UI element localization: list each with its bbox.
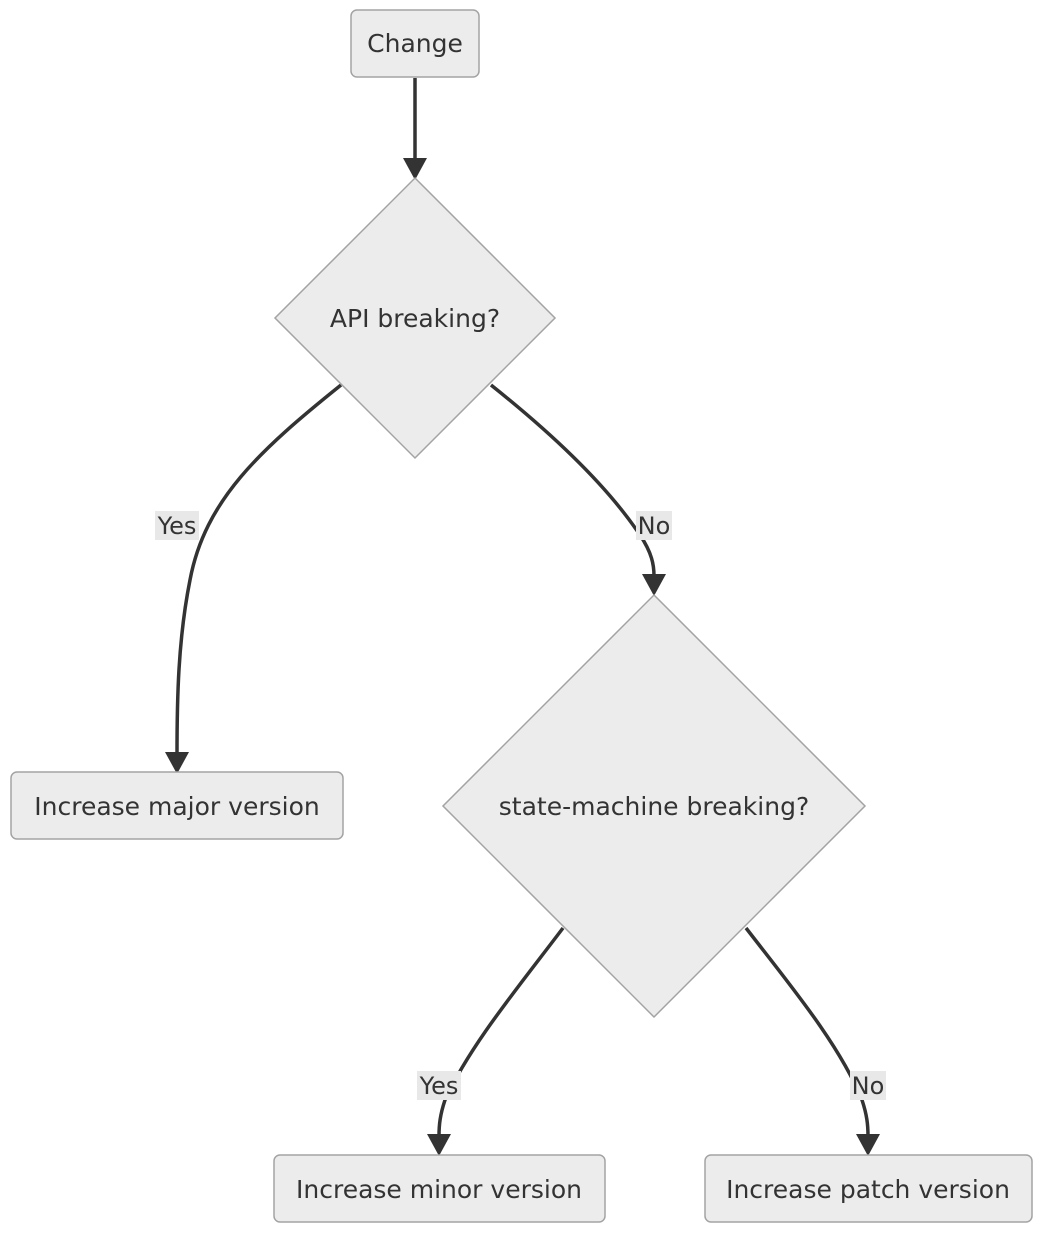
edge-labels: Yes No Yes No	[155, 511, 886, 1100]
edge-label-api-no-text: No	[638, 512, 671, 540]
edges	[165, 78, 880, 1156]
edge-label-background	[155, 511, 199, 540]
node-api-breaking-label: API breaking?	[330, 304, 500, 333]
node-state-machine-breaking-label: state-machine breaking?	[499, 792, 809, 821]
arrowhead-increase-minor	[427, 1134, 451, 1156]
node-increase-minor-label: Increase minor version	[296, 1175, 582, 1204]
node-increase-major-box	[10, 771, 344, 840]
edge-label-background	[636, 511, 672, 540]
node-increase-major-label: Increase major version	[34, 792, 319, 821]
node-change-box	[350, 9, 480, 78]
edge-label-background	[850, 1071, 886, 1100]
edge-sm-no	[744, 926, 870, 1137]
edge-label-sm-no-text: No	[852, 1072, 885, 1100]
arrowhead-increase-patch	[856, 1134, 880, 1156]
node-change-label: Change	[367, 29, 463, 58]
node-state-machine-breaking-diamond	[441, 593, 867, 1019]
edge-sm-yes	[437, 926, 565, 1137]
edge-label-api-yes: Yes	[155, 511, 199, 540]
node-increase-patch-box	[704, 1154, 1033, 1223]
edge-label-sm-yes-text: Yes	[419, 1072, 459, 1100]
node-increase-patch: Increase patch version	[704, 1154, 1033, 1223]
node-api-breaking: API breaking?	[273, 176, 557, 460]
arrowhead-api-breaking	[403, 158, 427, 180]
edge-label-background	[417, 1071, 461, 1100]
node-increase-patch-label: Increase patch version	[726, 1175, 1010, 1204]
edge-label-api-no: No	[636, 511, 672, 540]
node-state-machine-breaking: state-machine breaking?	[441, 593, 867, 1019]
node-change: Change	[350, 9, 480, 78]
arrowhead-increase-major	[165, 752, 189, 774]
edge-api-yes	[175, 383, 343, 756]
nodes: Change API breaking? Increase major vers…	[10, 9, 1033, 1223]
node-increase-minor: Increase minor version	[273, 1154, 606, 1223]
edge-label-sm-no: No	[850, 1071, 886, 1100]
node-api-breaking-diamond	[273, 176, 557, 460]
edge-api-no	[489, 383, 656, 577]
arrowhead-state-machine	[642, 574, 666, 596]
node-increase-minor-box	[273, 1154, 606, 1223]
edge-label-api-yes-text: Yes	[157, 512, 197, 540]
edge-label-sm-yes: Yes	[417, 1071, 461, 1100]
node-increase-major: Increase major version	[10, 771, 344, 840]
